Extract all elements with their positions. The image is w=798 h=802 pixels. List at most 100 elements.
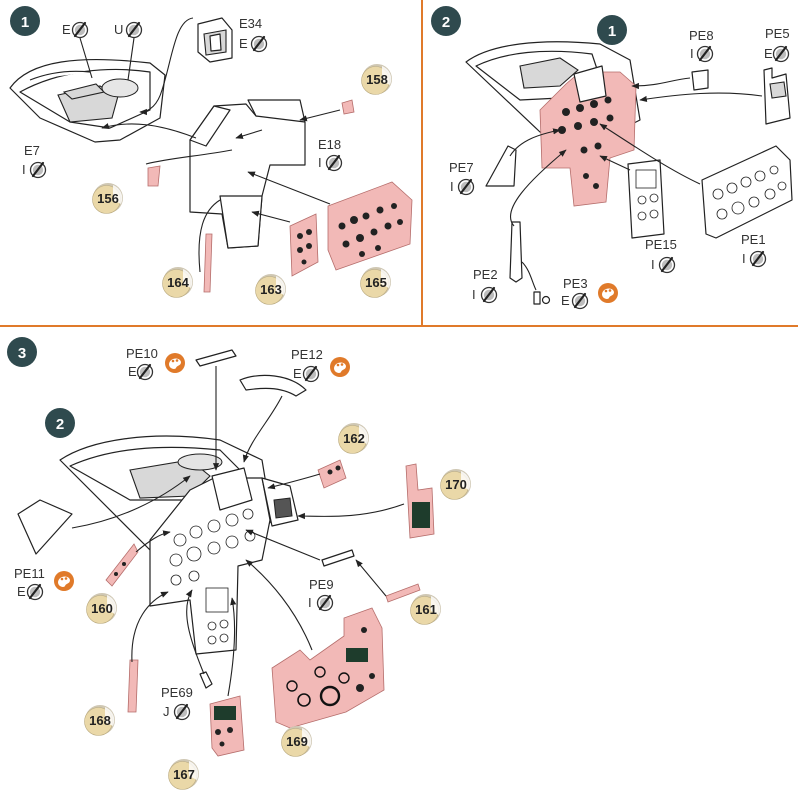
decal-badge-168: 168 <box>84 704 116 736</box>
paint-palette-icon <box>598 283 618 303</box>
svg-text:168: 168 <box>89 713 111 728</box>
sub-assembly-badge-1: 1 <box>597 15 627 45</box>
svg-text:170: 170 <box>445 477 467 492</box>
part-pe9 <box>321 549 355 567</box>
part-pe11 <box>17 499 73 555</box>
glue-brush-icon <box>250 35 268 53</box>
label-pe1-sub: I <box>742 251 746 266</box>
part-pe5 <box>763 67 791 125</box>
label-pe1-name: PE1 <box>741 232 766 247</box>
part-pe15 <box>627 159 665 239</box>
label-pe9-sub: I <box>308 595 312 610</box>
svg-text:165: 165 <box>365 275 387 290</box>
label-pe5-sub: E <box>764 46 773 61</box>
decal-badge-164: 164 <box>162 266 194 298</box>
decal-162-piece <box>317 459 347 489</box>
decal-170-piece <box>405 463 435 539</box>
label-e34-name: E34 <box>239 16 262 31</box>
decal-165-piece <box>327 181 413 271</box>
label-e7-sub: I <box>22 162 26 177</box>
label-pe11-name: PE11 <box>14 566 45 581</box>
svg-text:163: 163 <box>260 282 282 297</box>
svg-text:156: 156 <box>97 191 119 206</box>
glue-brush-icon <box>29 161 47 179</box>
part-pe12 <box>239 374 307 397</box>
glue-brush-icon <box>480 286 498 304</box>
decal-badge-170: 170 <box>440 468 472 500</box>
label-pe8-sub: I <box>690 46 694 61</box>
glue-brush-icon <box>325 154 343 172</box>
label-pe8-name: PE8 <box>689 28 714 43</box>
glue-brush-icon <box>658 256 676 274</box>
glue-brush-icon <box>749 250 767 268</box>
label-pe10-sub: E <box>128 364 137 379</box>
label-pe9-name: PE9 <box>309 577 334 592</box>
decal-badge-169: 169 <box>281 725 313 757</box>
label-pe15-sub: I <box>651 257 655 272</box>
label-e18-name: E18 <box>318 137 341 152</box>
decal-163-piece <box>289 213 319 277</box>
step-2-panel: 2 1 <box>431 6 793 310</box>
label-pe15-name: PE15 <box>645 237 677 252</box>
decal-167-piece <box>209 695 245 757</box>
label-pe3-name: PE3 <box>563 276 588 291</box>
decal-160-piece <box>105 543 139 587</box>
label-pe2-name: PE2 <box>473 267 498 282</box>
label-e34-sub: E <box>239 36 248 51</box>
decal-badge-158: 158 <box>361 63 393 95</box>
glue-brush-icon <box>316 594 334 612</box>
paint-palette-icon <box>165 353 185 373</box>
glue-brush-icon <box>26 583 44 601</box>
step-1-badge: 1 <box>10 6 40 36</box>
decal-168-piece <box>127 659 139 713</box>
part-pe7 <box>485 145 517 187</box>
label-e18-sub: I <box>318 155 322 170</box>
glue-brush-icon <box>125 21 143 39</box>
label-pe7-sub: I <box>450 179 454 194</box>
decal-badge-165: 165 <box>360 266 392 298</box>
svg-text:2: 2 <box>56 416 64 433</box>
part-pe10 <box>195 349 237 367</box>
part-pe69 <box>199 671 213 689</box>
label-pe12-name: PE12 <box>291 347 323 362</box>
label-pe7-name: PE7 <box>449 160 474 175</box>
decal-badge-163: 163 <box>255 273 287 305</box>
part-e34-seat <box>197 17 233 63</box>
svg-text:158: 158 <box>366 72 388 87</box>
part-pe2 <box>509 221 523 283</box>
step-3-badge: 3 <box>7 337 37 367</box>
label-e7-name: E7 <box>24 143 40 158</box>
glue-brush-icon <box>173 703 191 721</box>
glue-brush-icon <box>136 363 154 381</box>
label-pe10-name: PE10 <box>126 346 158 361</box>
decal-156-piece <box>147 165 161 187</box>
decal-badge-160: 160 <box>86 592 118 624</box>
label-pe3-sub: E <box>561 293 570 308</box>
sub-assembly-badge-2: 2 <box>45 408 75 438</box>
svg-text:161: 161 <box>415 602 437 617</box>
step-3-panel: 3 2 <box>7 337 472 790</box>
decal-badge-156: 156 <box>92 182 124 214</box>
label-u: U <box>114 22 123 37</box>
paint-palette-icon <box>54 571 74 591</box>
glue-brush-icon <box>302 365 320 383</box>
decal-169-piece <box>271 607 385 729</box>
glue-brush-icon <box>772 45 790 63</box>
step-1-panel: 1 <box>9 6 413 305</box>
decal-158-piece <box>341 99 355 115</box>
svg-text:169: 169 <box>286 734 308 749</box>
svg-text:2: 2 <box>442 14 450 31</box>
cockpit-tub <box>9 58 166 143</box>
decal-164-piece <box>203 233 213 293</box>
label-e: E <box>62 22 71 37</box>
glue-brush-icon <box>457 178 475 196</box>
glue-brush-icon <box>571 292 589 310</box>
assembled-cockpit <box>465 41 641 207</box>
decal-badge-167: 167 <box>168 758 200 790</box>
glue-brush-icon <box>696 45 714 63</box>
svg-text:160: 160 <box>91 601 113 616</box>
step-2-badge: 2 <box>431 6 461 36</box>
part-pe1 <box>701 145 793 239</box>
label-pe2-sub: I <box>472 287 476 302</box>
